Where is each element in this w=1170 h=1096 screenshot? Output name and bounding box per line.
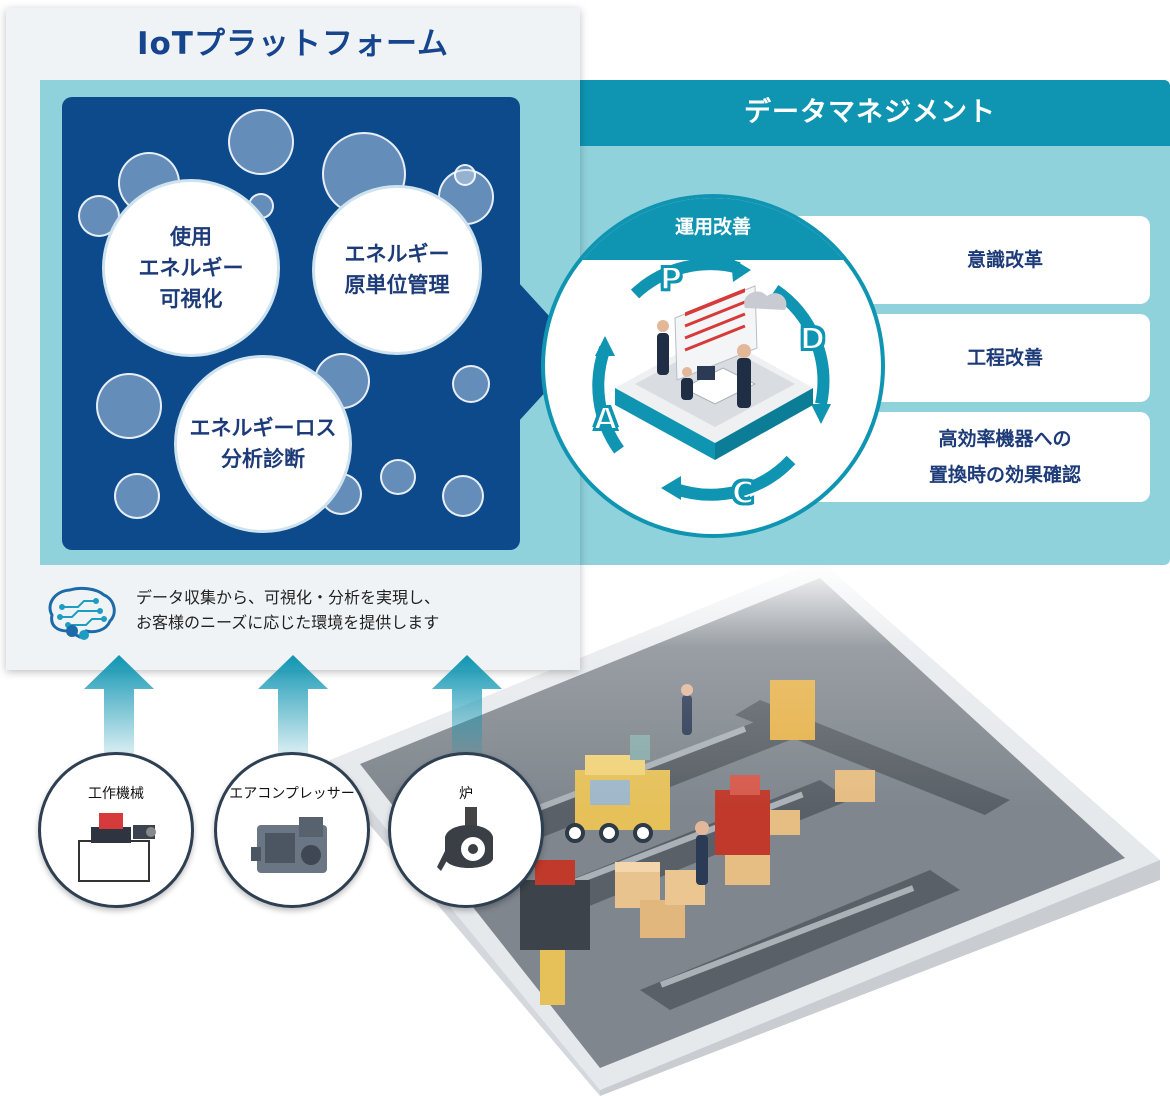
feature-energy-visualization: 使用 エネルギー 可視化: [102, 179, 280, 357]
pdca-letter-c: C: [731, 475, 755, 512]
decorative-bubble: [452, 365, 490, 403]
decorative-bubble: [454, 164, 476, 186]
decorative-bubble: [114, 473, 160, 519]
iot-analysis-box: 使用 エネルギー 可視化 エネルギー 原単位管理 エネルギーロス 分析診断: [62, 97, 520, 550]
decorative-bubble: [380, 459, 416, 495]
upload-arrow-icon: [432, 655, 502, 755]
machine-tool-icon: [78, 813, 156, 882]
pdca-letter-d: D: [799, 321, 826, 358]
data-management-title: データマネジメント: [744, 97, 996, 128]
effect-label: 意識改革: [966, 249, 1043, 271]
ai-brain-circuit-icon: [48, 586, 116, 640]
pdca-cycle-title: 運用改善: [674, 216, 751, 238]
pdca-ring-graphic: [592, 258, 831, 501]
data-management-header: [540, 80, 1170, 146]
iot-platform-title: IoTプラットフォーム: [136, 26, 450, 62]
iot-description: データ収集から、可視化・分析を実現し、 お客様のニーズに応じた環境を提供します: [136, 588, 441, 632]
source-label: 炉: [459, 786, 473, 802]
source-label: エアコンプレッサー: [229, 786, 355, 802]
decorative-bubble: [228, 109, 294, 175]
pdca-letter-a: A: [593, 401, 618, 438]
source-air-compressor: エアコンプレッサー: [214, 752, 370, 908]
source-furnace: 炉: [388, 752, 544, 908]
furnace-icon: [437, 807, 493, 871]
upload-arrow-icon: [84, 655, 154, 755]
source-label: 工作機械: [88, 786, 144, 802]
air-compressor-icon: [251, 817, 327, 873]
feature-energy-unit-management: エネルギー 原単位管理: [312, 185, 482, 355]
upload-arrow-icon: [258, 655, 328, 755]
decorative-bubble: [96, 373, 162, 439]
source-machine-tool: 工作機械: [38, 752, 194, 908]
effect-label: 工程改善: [966, 347, 1043, 369]
pdca-letter-p: P: [659, 261, 683, 298]
decorative-bubble: [442, 475, 484, 517]
feature-energy-loss-diagnosis: エネルギーロス 分析診断: [174, 355, 352, 533]
effect-label: 高効率機器への 置換時の効果確認: [928, 428, 1081, 486]
